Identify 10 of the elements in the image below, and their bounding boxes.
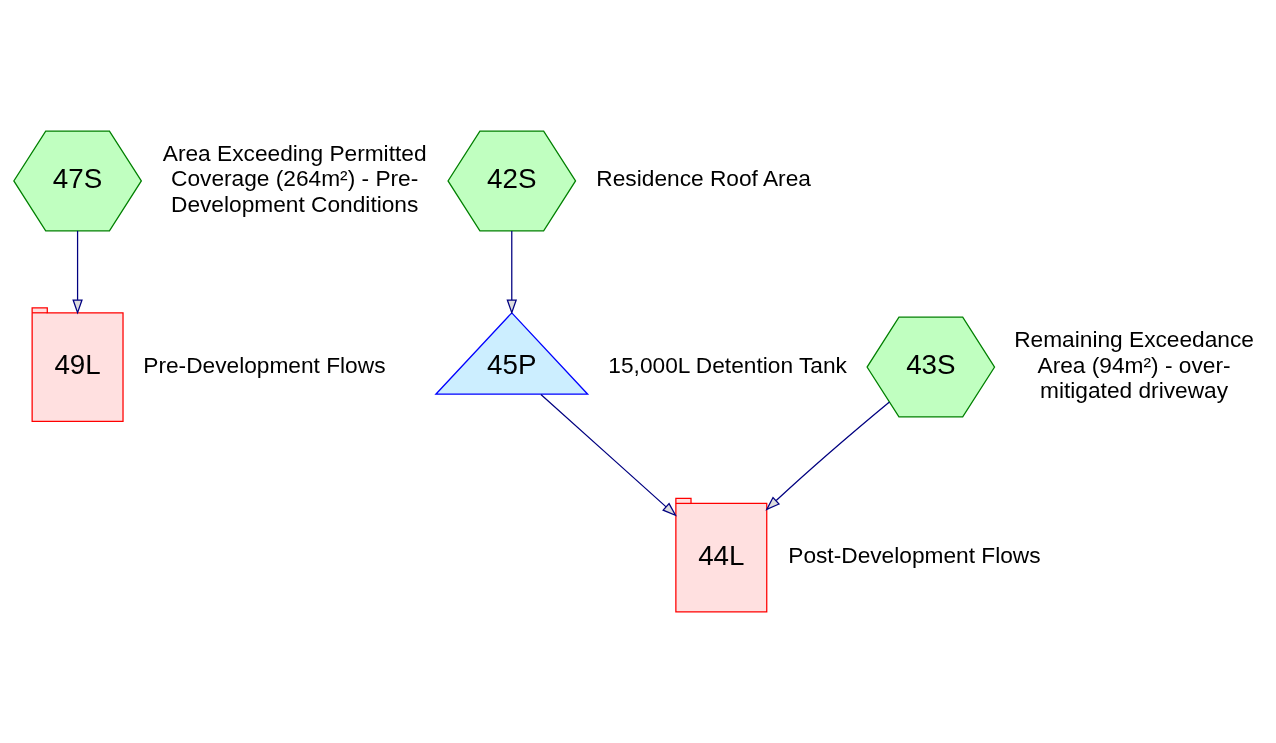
node-label: Residence Roof Area xyxy=(596,165,811,192)
node-label: Pre-Development Flows xyxy=(143,351,386,378)
node-label: Post-Development Flows xyxy=(788,542,1041,569)
arrow xyxy=(540,393,677,517)
arrow xyxy=(765,401,891,511)
node-label: 15,000L Detention Tank xyxy=(608,351,847,378)
node-label: Area Exceeding Permitted Coverage (264m²) - Pre-Development Conditions xyxy=(162,140,427,217)
node-label: Remaining Exceedance Area (94m²) - over-mitigated driveway xyxy=(1014,326,1254,403)
arrow xyxy=(72,230,83,315)
arrow xyxy=(506,230,518,315)
